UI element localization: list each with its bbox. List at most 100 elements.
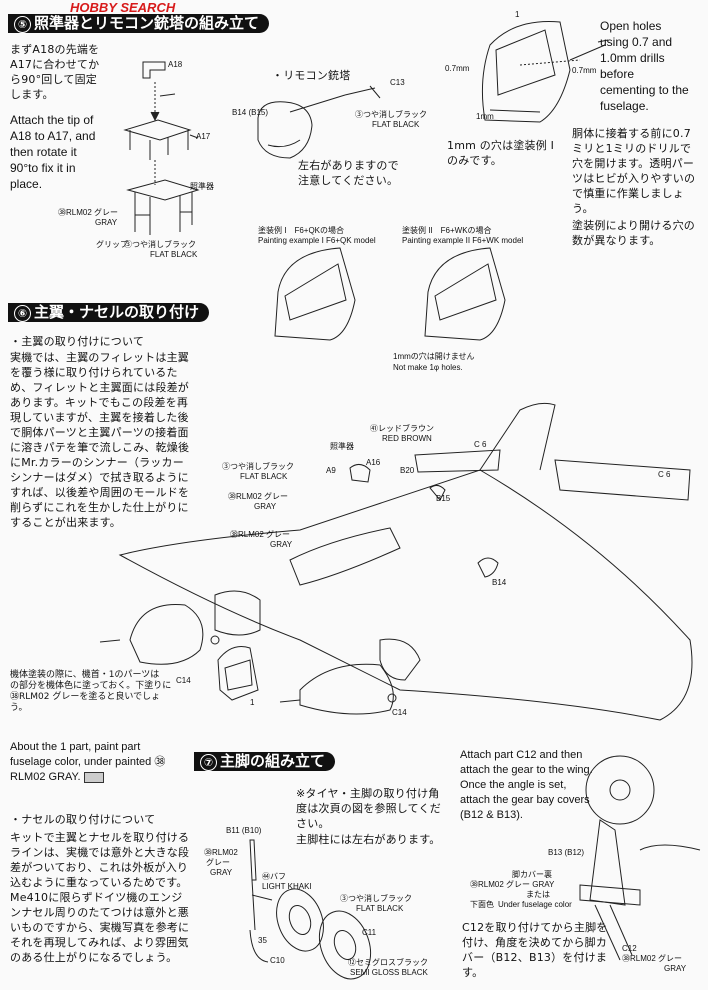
section-6-title: 主翼・ナセルの取り付け <box>34 303 200 321</box>
label-example-2-jp: 塗装例 II F6+WKの場合 <box>402 226 492 235</box>
label-hole-note-jp: 1mm の穴は塗装例 I のみです。 <box>447 139 555 167</box>
canopy-example-2 <box>424 247 506 341</box>
label-gray-6a-jp: ㊳RLM02 グレー <box>228 492 289 501</box>
attach-gear-en: Attach part C12 and then attach the gear… <box>460 749 593 821</box>
canopy-drawing <box>481 20 609 123</box>
label-part-1-top: 1 <box>515 10 520 19</box>
label-example-1-jp: 塗装例 I F6+QKの場合 <box>258 226 345 235</box>
label-c14-a: C14 <box>176 676 191 685</box>
canopy-example-1 <box>274 247 356 341</box>
section-5-title: 照準器とリモコン銃塔の組み立て <box>34 14 260 32</box>
label-flat-black-jp: ③つや消しブラック <box>355 110 427 119</box>
label-b13: B13 (B12) <box>548 848 585 857</box>
section-5-number: ⑤ <box>14 16 31 33</box>
label-gray-jp: ㊳RLM02 グレー <box>58 208 119 217</box>
section-6-subtitle: ・主翼の取り付けについて <box>10 335 145 348</box>
nose-paint-note-en: About the 1 part, paint part fuselage co… <box>10 740 180 785</box>
tire-angle-note-jp: ※タイヤ・主脚の取り付け角度は次頁の図を参照してください。 <box>296 787 441 830</box>
label-b11: B11 (B10) <box>226 826 262 835</box>
label-red-brown-jp: ㊶レッドブラウン <box>370 424 434 433</box>
open-holes-en: Open holes using 0.7 and 1.0mm drills be… <box>600 19 689 113</box>
label-bay-jp: 脚カバー裏 <box>512 870 552 879</box>
label-c11: C11 <box>362 928 377 937</box>
fuselage-color-swatch <box>83 771 104 783</box>
nacelle-body-text: キットで主翼とナセルを取り付けるラインは、実機では意外と大きな段差がついており、… <box>10 831 190 964</box>
label-red-brown-en: RED BROWN <box>382 434 432 443</box>
nose-part-drawing <box>217 646 259 701</box>
attach-gear-jp: C12を取り付けてから主脚を付け、角度を決めてから脚カバー（B12、B13）を付… <box>462 921 608 979</box>
label-gray-7-jp: ㊳RLM02 <box>204 848 238 857</box>
label-a9: A9 <box>326 466 336 475</box>
label-gray-en: GRAY <box>95 218 118 227</box>
label-flat-black-en: FLAT BLACK <box>372 120 420 129</box>
section-6-body-text: 実機では、主翼のフィレットは主翼を覆う様に取り付けられているため、フィレットと主… <box>10 351 190 529</box>
label-c13: C13 <box>390 78 405 87</box>
label-c12-gray: ㊳RLM02 グレー <box>622 954 683 963</box>
nose-paint-note-en-text: About the 1 part, paint part fuselage co… <box>10 741 166 783</box>
label-07mm-a: 0.7mm <box>445 64 470 73</box>
label-a18: A18 <box>168 60 183 69</box>
label-bay-gray: ㊳RLM02 グレー GRAY <box>470 880 555 889</box>
strut-left-right-jp: 主脚柱には左右があります。 <box>296 833 441 846</box>
label-bay-or: または <box>526 890 550 899</box>
label-b20: B20 <box>400 466 415 475</box>
label-semi-gloss-en: SEMI GLOSS BLACK <box>350 968 428 977</box>
label-part-1: 1 <box>250 698 255 707</box>
label-c12: C12 <box>622 944 637 953</box>
remote-turret-drawing <box>257 85 381 159</box>
nacelle-subtitle: ・ナセルの取り付けについて <box>10 813 156 826</box>
drill-instruction-jp-2: 塗装例により開ける穴の数が異なります。 <box>572 219 695 247</box>
label-a16: A16 <box>366 458 381 467</box>
drill-instruction-jp: 胴体に接着する前に0.7ミリと1ミリのドリルで穴を開けます。透明パーツはヒビが入… <box>572 127 696 215</box>
label-grip-color: ③つや消しブラック <box>124 240 196 249</box>
label-flat-black-6-en: FLAT BLACK <box>240 472 288 481</box>
label-c6-b: C 6 <box>658 470 671 479</box>
label-remote-turret: ・リモコン銃塔 <box>272 69 351 82</box>
label-gray-6b-jp: ㊳RLM02 グレー <box>230 530 291 539</box>
label-b15: B15 <box>436 494 451 503</box>
section-6-number: ⑥ <box>14 305 31 322</box>
nose-paint-note-jp: 機体塗装の際に、機首・1のパーツは の部分を機体色に塗っておく。下塗りに㊳RLM… <box>10 670 178 714</box>
label-flat-black-7-jp: ③つや消しブラック <box>340 894 412 903</box>
label-left-right-note: 左右がありますので注意してください。 <box>298 159 399 187</box>
label-no-hole-jp: 1mmの穴は開けません <box>393 352 475 361</box>
aircraft-drawing <box>99 402 693 721</box>
label-no-hole-en: Not make 1φ holes. <box>393 363 463 372</box>
gear-wheel-drawing <box>579 755 701 961</box>
label-gray-6a-en: GRAY <box>254 502 277 511</box>
section-7-number: ⑦ <box>200 754 217 771</box>
label-under-en: Under fuselage color <box>498 900 572 909</box>
section-7-title: 主脚の組み立て <box>220 752 326 770</box>
label-grip-color-en: FLAT BLACK <box>150 250 198 259</box>
label-example-2-en: Painting example II F6+WK model <box>402 236 524 245</box>
label-mark-35: 35 <box>258 936 267 945</box>
gunsight-drawing <box>123 61 200 235</box>
label-c10: C10 <box>270 956 285 965</box>
label-sight: 照準器 <box>190 182 214 191</box>
nose-paint-note-jp-text: 機体塗装の際に、機首・1のパーツは の部分を機体色に塗っておく。下塗りに㊳RLM… <box>10 670 178 713</box>
label-semi-gloss-jp: ⑫セミグロスブラック <box>348 958 428 967</box>
label-under-jp: 下面色 <box>470 900 494 909</box>
label-gray-6b-en: GRAY <box>270 540 293 549</box>
label-flat-black-6-jp: ③つや消しブラック <box>222 462 294 471</box>
label-c12-gray-en: GRAY <box>664 964 687 973</box>
label-gray-7-en: GRAY <box>210 868 233 877</box>
label-grip: グリップ <box>96 240 128 249</box>
hobby-search-logo: HOBBY SEARCH <box>70 0 176 15</box>
label-b14: B14 (B15) <box>232 108 269 117</box>
label-sight-6: 照準器 <box>330 442 354 451</box>
gear-strut-drawing <box>249 839 372 980</box>
section-5-en-instruction: Attach the tip of A18 to A17, and then r… <box>10 113 96 191</box>
label-c6-a: C 6 <box>474 440 487 449</box>
label-a17: A17 <box>196 132 211 141</box>
label-gray-7-jp2: グレー <box>206 858 230 867</box>
label-buff-en: LIGHT KHAKI <box>262 882 312 891</box>
label-buff-jp: ㊹バフ <box>262 872 286 881</box>
section-5-jp-instruction: まずA18の先端をA17に合わせてから90°回して固定します。 <box>10 43 100 101</box>
label-c14-b: C14 <box>392 708 407 717</box>
label-example-1-en: Painting example I F6+QK model <box>258 236 376 245</box>
label-flat-black-7-en: FLAT BLACK <box>356 904 404 913</box>
